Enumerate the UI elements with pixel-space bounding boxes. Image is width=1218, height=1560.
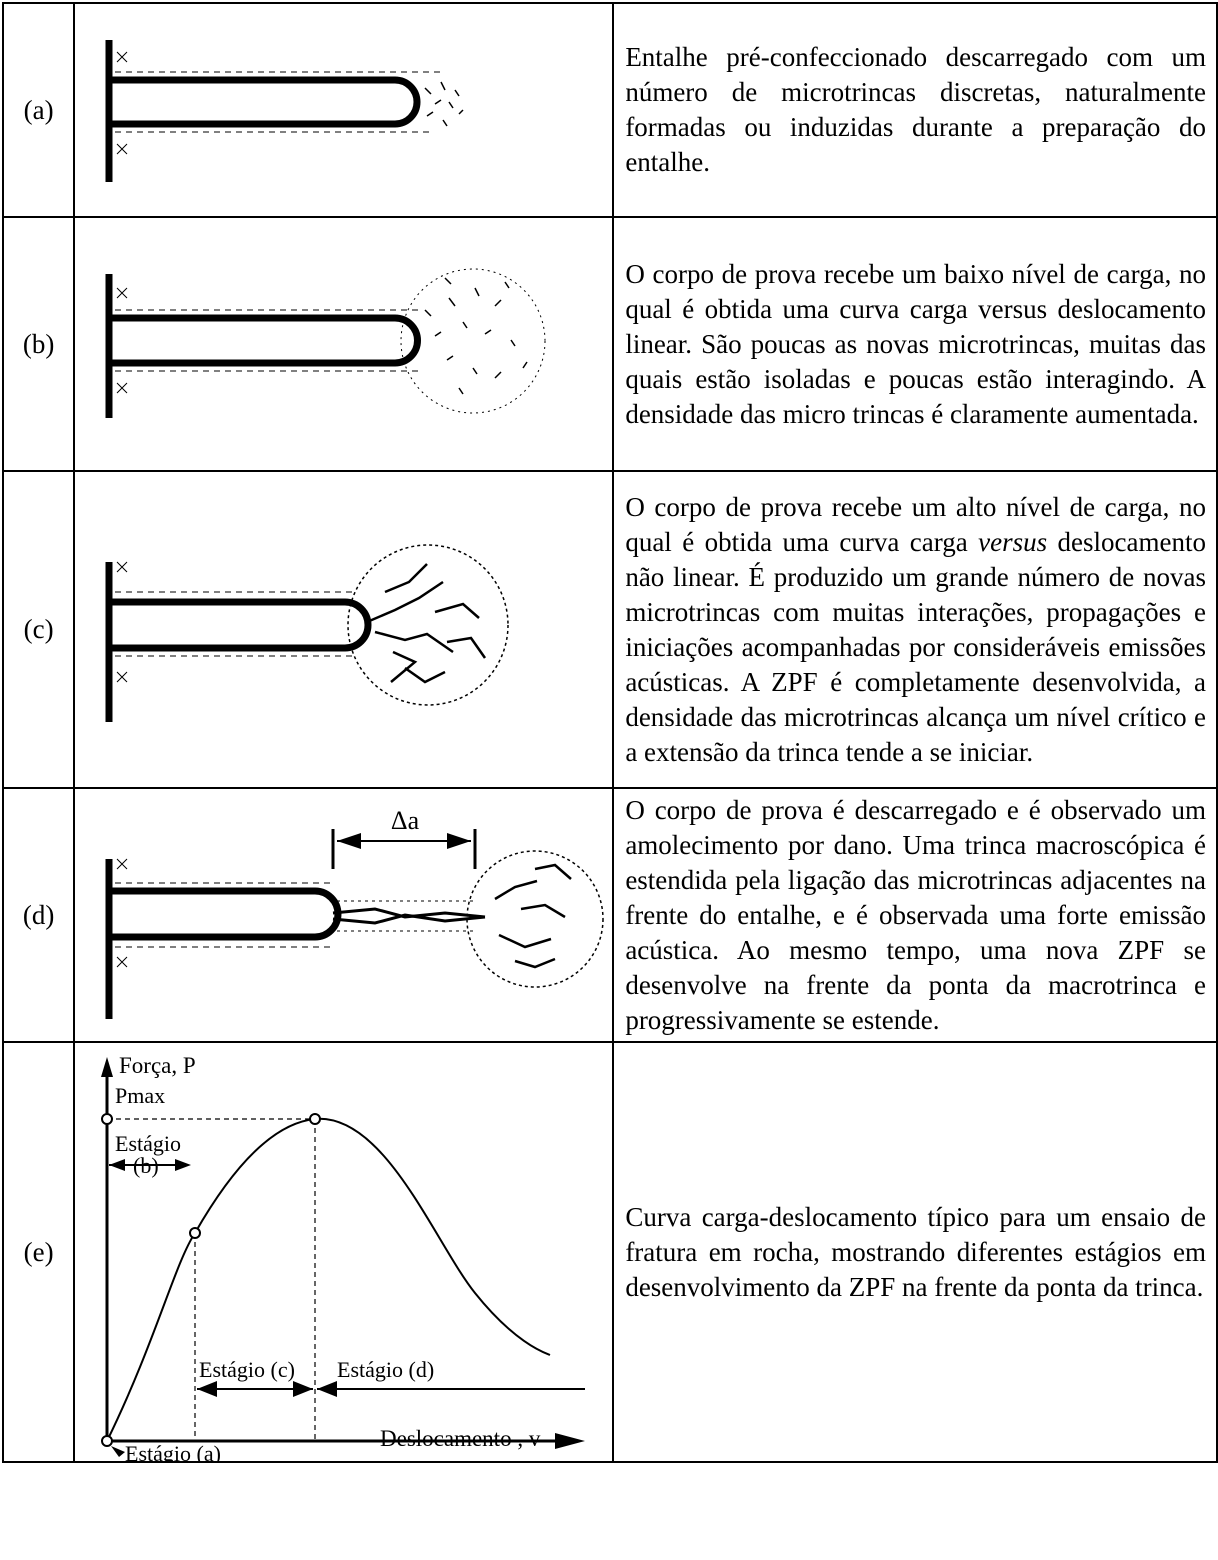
table-row: (e) Força, P Deslocamento , v [1, 1041, 1218, 1463]
description-text: O corpo de prova recebe um alto nível de… [625, 490, 1206, 770]
description-text: Curva carga-deslocamento típico para um … [625, 1201, 1206, 1302]
figure-cell: Δa [73, 787, 615, 1043]
stage-b-marker [189, 1227, 202, 1239]
figure-cell: Força, P Deslocamento , v Pmax Estágio (… [73, 1041, 615, 1463]
row-label: (a) [1, 2, 76, 218]
origin-marker [101, 1435, 114, 1447]
table-row: (d) [1, 787, 1218, 1043]
row-description: Entalhe pré-confeccionado descarregado c… [612, 2, 1218, 218]
stage-c-label: Estágio (c) [199, 1357, 295, 1382]
y-axis-label: Força, P [119, 1053, 196, 1078]
row-label: (b) [1, 216, 76, 472]
stage-a-label: Estágio (a) [125, 1441, 221, 1461]
pmax-marker [309, 1113, 322, 1125]
description-part: O corpo de prova recebe um alto nível de… [625, 491, 1206, 557]
figure-cell [73, 470, 615, 789]
description-part: deslocamento não linear. É produzido um … [625, 526, 1206, 767]
table-row: (c) O corpo de prova recebe um alto níve… [1, 470, 1218, 789]
description-text: O corpo de prova recebe um baixo nível d… [625, 258, 1206, 429]
row-description: O corpo de prova é descarregado e é obse… [612, 787, 1218, 1043]
figure-cell [73, 2, 615, 218]
figure-cell [73, 216, 615, 472]
row-description: O corpo de prova recebe um baixo nível d… [612, 216, 1218, 472]
table-row: (b) O corpo de prova recebe um baixo nív… [1, 216, 1218, 472]
notch-diagram-c [105, 544, 510, 722]
x-axis-arrow [555, 1433, 586, 1449]
description-text: Entalhe pré-confeccionado descarregado c… [625, 42, 1206, 177]
notch-diagram-a [105, 40, 464, 182]
row-label: (e) [1, 1041, 76, 1463]
y-axis-arrow [101, 1057, 114, 1077]
pmax-axis-marker [101, 1113, 114, 1125]
delta-a-label: Δa [391, 806, 420, 835]
guide-lines [107, 1118, 316, 1441]
row-description: Curva carga-deslocamento típico para um … [612, 1041, 1218, 1463]
stage-d-label: Estágio (d) [337, 1357, 434, 1382]
pmax-label: Pmax [115, 1083, 165, 1108]
row-label: (d) [1, 787, 76, 1043]
table-row: (a) Entalhe pré-confeccionado descarrega… [1, 2, 1218, 218]
description-italic: versus [978, 526, 1048, 557]
row-label: (c) [1, 470, 76, 789]
description-text: O corpo de prova é descarregado e é obse… [625, 794, 1206, 1035]
row-description: O corpo de prova recebe um alto nível de… [612, 470, 1218, 789]
notch-diagram-b [105, 268, 546, 418]
load-displacement-chart: Força, P Deslocamento , v Pmax Estágio (… [101, 1053, 586, 1461]
stages-table: (a) Entalhe pré-confeccionado descarrega… [1, 2, 1218, 1463]
x-axis-label: Deslocamento , v [380, 1426, 541, 1451]
stage-b-label: Estágio [115, 1131, 181, 1156]
notch-diagram-d: Δa [105, 806, 605, 1019]
